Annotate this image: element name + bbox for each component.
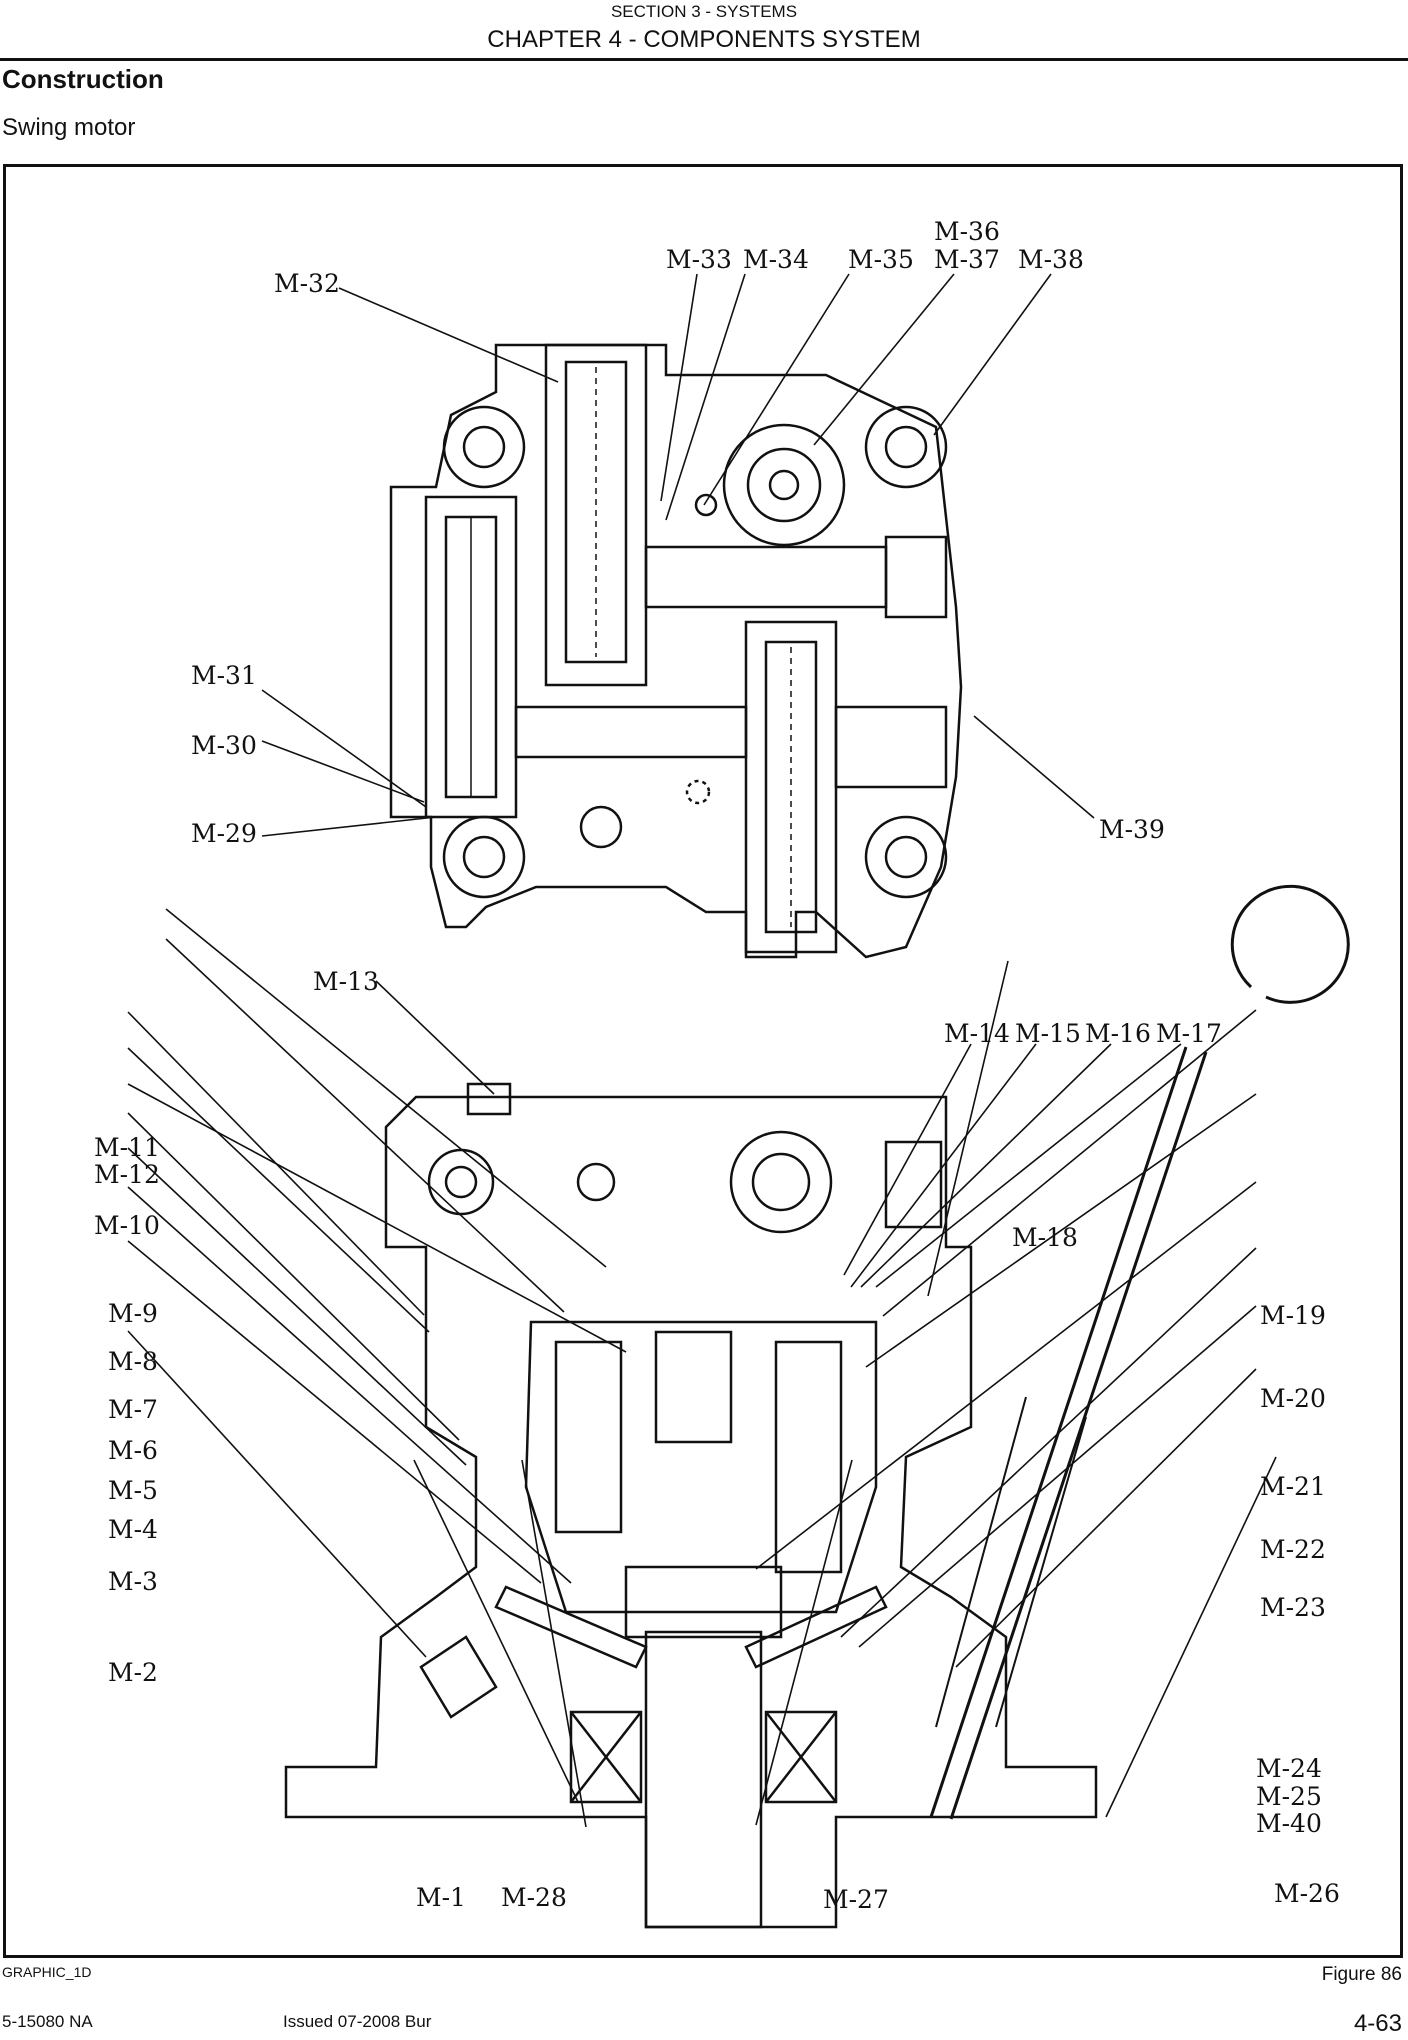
callout-m4: M-4 — [108, 1515, 158, 1544]
callout-m1: M-1 — [416, 1883, 466, 1912]
swing-motor-figure: M-32 M-33 M-34 M-35 M-36 M-37 M-38 M-31 … — [3, 164, 1403, 1958]
callout-m33: M-33 — [666, 245, 732, 274]
footer-page-number: 4-63 — [1353, 2010, 1402, 2037]
callout-m11: M-11 — [94, 1133, 160, 1162]
callout-m20: M-20 — [1260, 1384, 1326, 1413]
valve-block-view — [389, 343, 963, 959]
callout-m38: M-38 — [1018, 245, 1084, 274]
callout-m28: M-28 — [501, 1883, 567, 1912]
callout-m32: M-32 — [274, 269, 340, 298]
figure-caption: Figure 86 — [1321, 1964, 1402, 1985]
swing-motor-drawing — [127, 273, 1350, 1929]
callout-m22: M-22 — [1260, 1535, 1326, 1564]
callout-m3: M-3 — [108, 1567, 158, 1596]
callout-m26: M-26 — [1274, 1879, 1340, 1908]
swing-motor-subheading: Swing motor — [2, 114, 136, 141]
callout-m37: M-37 — [934, 245, 1000, 274]
leader-lines-top — [261, 273, 1095, 837]
callout-m36: M-36 — [934, 217, 1000, 246]
callout-m40: M-40 — [1256, 1809, 1322, 1838]
callout-m5: M-5 — [108, 1476, 158, 1505]
callout-m6: M-6 — [108, 1436, 158, 1465]
leader-lines-bottom — [127, 908, 1277, 1828]
callout-m27: M-27 — [823, 1885, 889, 1914]
callout-m25: M-25 — [1256, 1782, 1322, 1811]
callout-m16: M-16 — [1085, 1019, 1151, 1048]
callout-m24: M-24 — [1256, 1754, 1322, 1783]
callout-m21: M-21 — [1260, 1472, 1326, 1501]
footer-doc-number: 5-15080 NA — [2, 2012, 93, 2031]
callout-m18: M-18 — [1012, 1223, 1078, 1252]
callout-m17: M-17 — [1156, 1019, 1222, 1048]
callout-m34: M-34 — [743, 245, 809, 274]
callout-m14: M-14 — [944, 1019, 1010, 1048]
section-header: SECTION 3 - SYSTEMS — [610, 2, 798, 21]
callout-m10: M-10 — [94, 1211, 160, 1240]
callout-m35: M-35 — [848, 245, 914, 274]
callout-m30: M-30 — [191, 731, 257, 760]
callout-m9: M-9 — [108, 1299, 158, 1328]
callout-m7: M-7 — [108, 1395, 158, 1424]
callout-m15: M-15 — [1015, 1019, 1081, 1048]
callout-m23: M-23 — [1260, 1593, 1326, 1622]
callout-m8: M-8 — [108, 1347, 158, 1376]
graphic-id: GRAPHIC_1D — [2, 1964, 92, 1980]
chapter-header: CHAPTER 4 - COMPONENTS SYSTEM — [487, 26, 921, 53]
callout-m29: M-29 — [191, 819, 257, 848]
construction-heading: Construction — [2, 64, 164, 94]
footer-issued: Issued 07-2008 Bur — [283, 2012, 432, 2031]
callout-m19: M-19 — [1260, 1301, 1326, 1330]
header-rule — [0, 58, 1408, 61]
callout-m39: M-39 — [1099, 815, 1165, 844]
callout-m31: M-31 — [191, 661, 257, 690]
callout-m13: M-13 — [313, 967, 379, 996]
callout-m12: M-12 — [94, 1160, 160, 1189]
callout-m2: M-2 — [108, 1658, 158, 1687]
